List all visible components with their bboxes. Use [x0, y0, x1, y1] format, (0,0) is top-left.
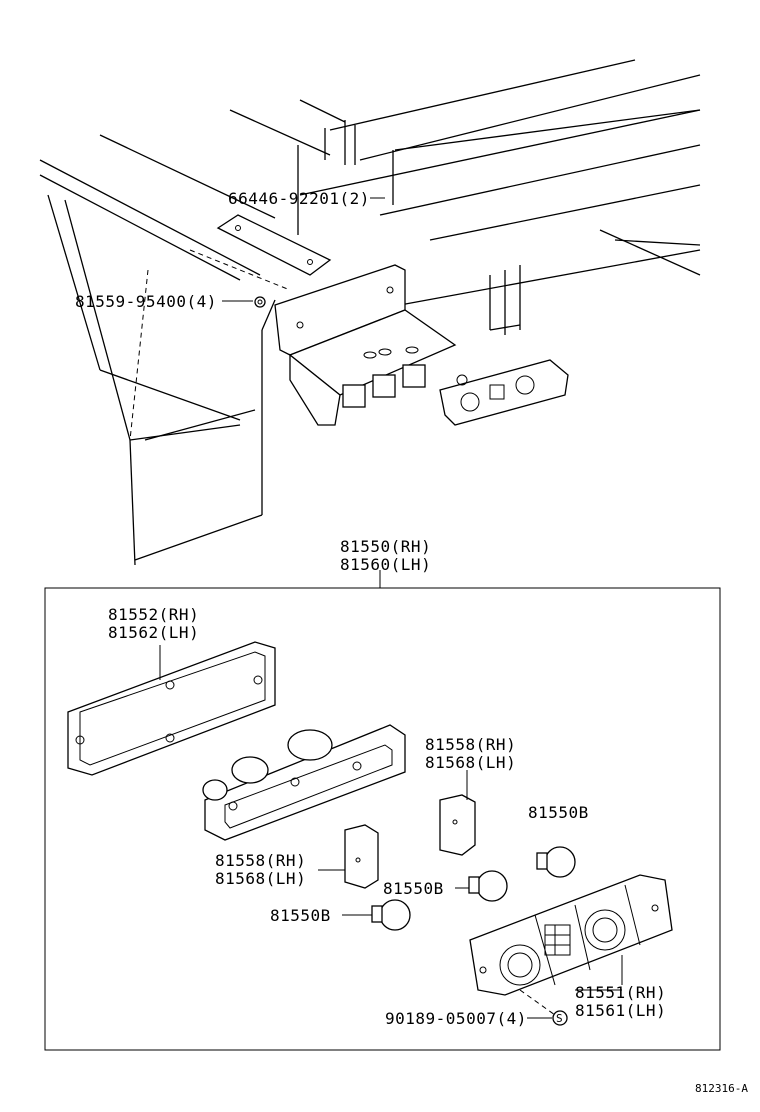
label-socket-a-rh: 81558(RH) [425, 735, 516, 754]
installed-lamp [439, 359, 569, 426]
label-lens-lh: 81561(LH) [575, 1001, 666, 1020]
label-bulb-left: 81550B [270, 906, 331, 925]
label-assy-lh: 81560(LH) [340, 555, 431, 574]
stay-plate [216, 214, 332, 276]
reference-code: 812316-A [695, 1082, 748, 1095]
label-screw: 90189-05007(4) [385, 1009, 527, 1028]
bulb-left [342, 899, 411, 931]
label-lens-rh: 81551(RH) [575, 983, 666, 1002]
label-socket-b-lh: 81568(LH) [215, 869, 306, 888]
label-socket-a-lh: 81568(LH) [425, 753, 516, 772]
vehicle-body-outline [39, 59, 701, 566]
socket-lower [318, 824, 379, 889]
socket-upper [439, 770, 476, 856]
label-socket-b-rh: 81558(RH) [215, 851, 306, 870]
label-nut: 81559-95400(4) [75, 292, 217, 311]
lamp-housing [202, 724, 406, 841]
lens [469, 874, 673, 1016]
mounting-bracket [274, 264, 457, 426]
label-bulb-middle: 81550B [383, 879, 444, 898]
nut [254, 296, 266, 308]
assembly-frame [44, 570, 721, 1051]
screw-symbol: S [527, 1010, 568, 1026]
bulb-middle [455, 870, 508, 902]
label-gasket-lh: 81562(LH) [108, 623, 199, 642]
label-stay: 66446-92201(2) [228, 189, 370, 208]
gasket [67, 641, 276, 776]
label-gasket-rh: 81552(RH) [108, 605, 199, 624]
screw-symbol-letter: S [556, 1012, 563, 1025]
bulb-right [536, 846, 576, 878]
label-bulb-right: 81550B [528, 803, 589, 822]
label-assy-rh: 81550(RH) [340, 537, 431, 556]
